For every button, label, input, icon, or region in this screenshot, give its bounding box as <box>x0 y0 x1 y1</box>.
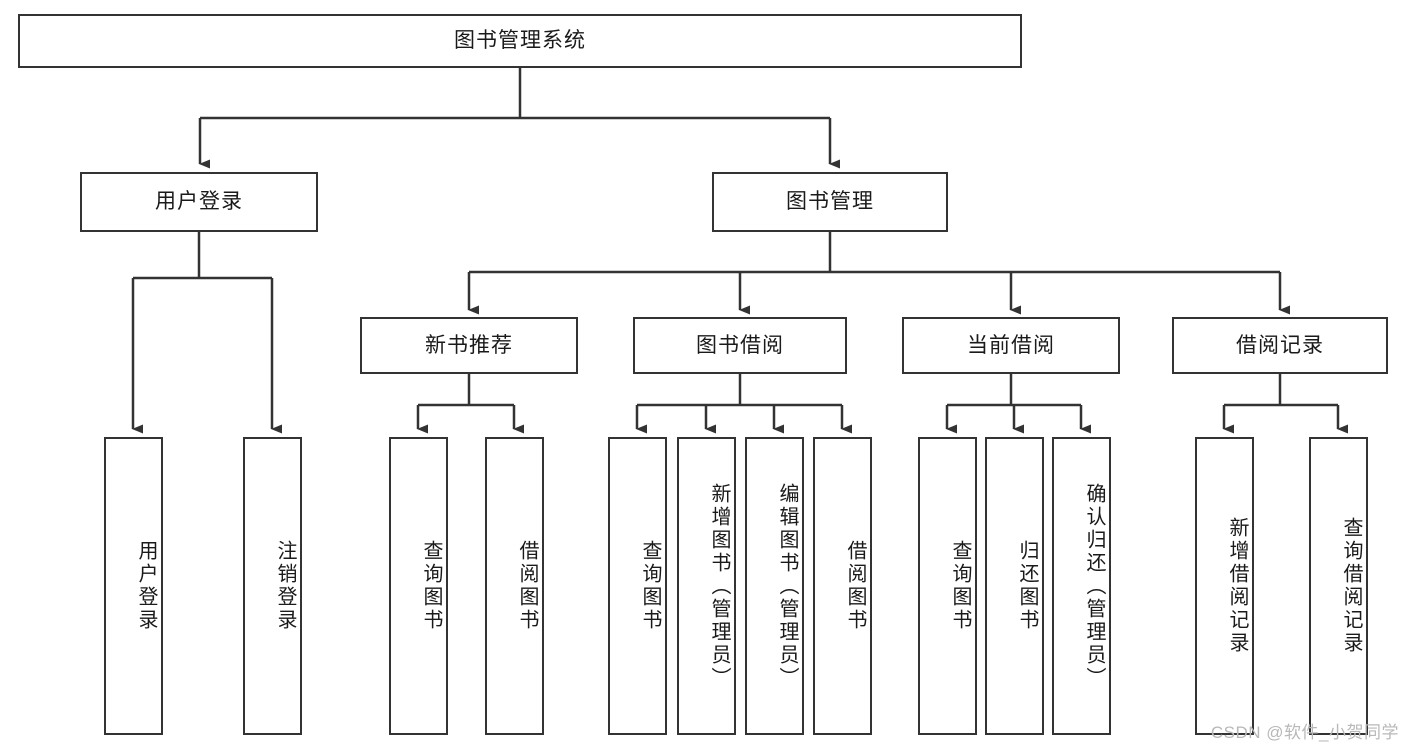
leaf-book-borrow-edit-book-admin[interactable]: 编辑图书（管理员） <box>745 437 804 735</box>
node-user-login[interactable]: 用户登录 <box>80 172 318 232</box>
leaf-current-borrow-query-book[interactable]: 查询图书 <box>918 437 977 735</box>
leaf-current-borrow-confirm-return-admin[interactable]: 确认归还（管理员） <box>1052 437 1111 735</box>
node-label: 新书推荐 <box>425 333 513 357</box>
node-label: 查询图书 <box>949 540 971 632</box>
leaf-book-borrow-borrow-book[interactable]: 借阅图书 <box>813 437 872 735</box>
leaf-borrow-record-query-record[interactable]: 查询借阅记录 <box>1309 437 1368 735</box>
node-label: 图书管理系统 <box>454 29 586 53</box>
leaf-current-borrow-return-book[interactable]: 归还图书 <box>985 437 1044 735</box>
node-label: 查询借阅记录 <box>1340 517 1362 655</box>
node-label: 查询图书 <box>639 540 661 632</box>
node-label: 新增借阅记录 <box>1226 517 1248 655</box>
node-current-borrow[interactable]: 当前借阅 <box>902 317 1120 374</box>
watermark-text: CSDN @软件_小贺同学 <box>1210 723 1399 742</box>
node-new-book-recommend[interactable]: 新书推荐 <box>360 317 578 374</box>
node-label: 借阅图书 <box>844 540 866 632</box>
node-label: 归还图书 <box>1016 540 1038 632</box>
node-label: 借阅图书 <box>516 540 538 632</box>
leaf-book-borrow-add-book-admin[interactable]: 新增图书（管理员） <box>677 437 736 735</box>
node-book-borrow[interactable]: 图书借阅 <box>633 317 847 374</box>
node-label: 用户登录 <box>155 190 243 214</box>
node-label: 查询图书 <box>420 540 442 632</box>
node-label: 注销登录 <box>274 540 296 632</box>
node-book-management[interactable]: 图书管理 <box>712 172 948 232</box>
node-label: 借阅记录 <box>1236 333 1324 357</box>
node-label: 确认归还（管理员） <box>1083 482 1105 690</box>
node-label: 用户登录 <box>135 540 157 632</box>
leaf-new-book-query-book[interactable]: 查询图书 <box>389 437 448 735</box>
node-borrow-record[interactable]: 借阅记录 <box>1172 317 1388 374</box>
node-label: 当前借阅 <box>967 333 1055 357</box>
leaf-new-book-borrow-book[interactable]: 借阅图书 <box>485 437 544 735</box>
leaf-user-login-login[interactable]: 用户登录 <box>104 437 163 735</box>
node-label: 编辑图书（管理员） <box>776 482 798 690</box>
leaf-book-borrow-query-book[interactable]: 查询图书 <box>608 437 667 735</box>
node-label: 图书借阅 <box>696 333 784 357</box>
node-root-book-management-system[interactable]: 图书管理系统 <box>18 14 1022 68</box>
node-label: 新增图书（管理员） <box>708 482 730 690</box>
node-label: 图书管理 <box>786 190 874 214</box>
leaf-user-login-logout[interactable]: 注销登录 <box>243 437 302 735</box>
leaf-borrow-record-add-record[interactable]: 新增借阅记录 <box>1195 437 1254 735</box>
